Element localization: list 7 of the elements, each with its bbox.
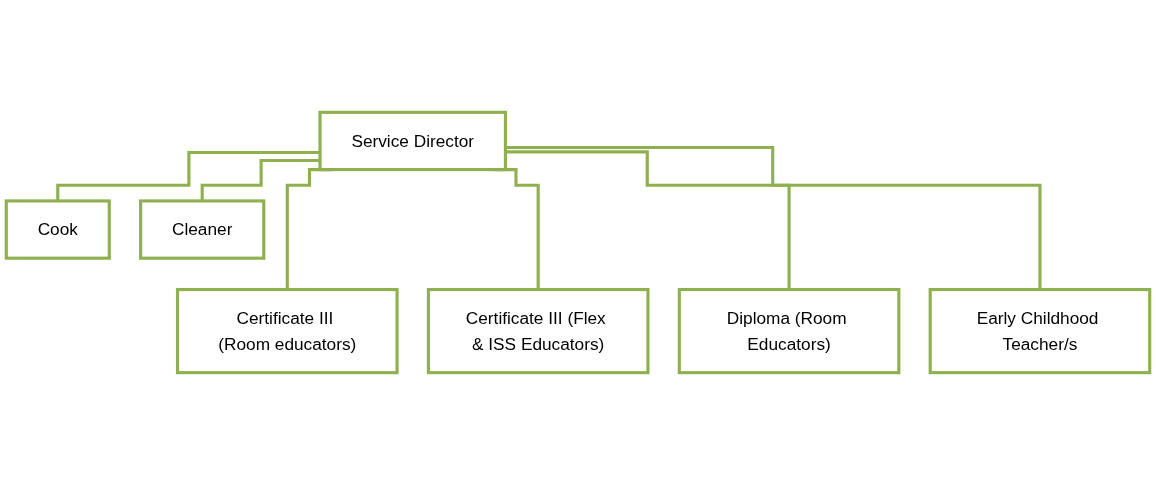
node-box: Cleaner bbox=[139, 199, 266, 260]
node-box: Cook bbox=[4, 199, 111, 260]
node-box: Certificate III (Flex & ISS Educators) bbox=[426, 287, 650, 375]
node-box: Early Childhood Teacher/s bbox=[928, 287, 1152, 375]
node-box: Certificate III (Room educators) bbox=[175, 287, 399, 375]
node-box: Service Director bbox=[318, 110, 507, 172]
node-box: Diploma (Room Educators) bbox=[677, 287, 901, 375]
